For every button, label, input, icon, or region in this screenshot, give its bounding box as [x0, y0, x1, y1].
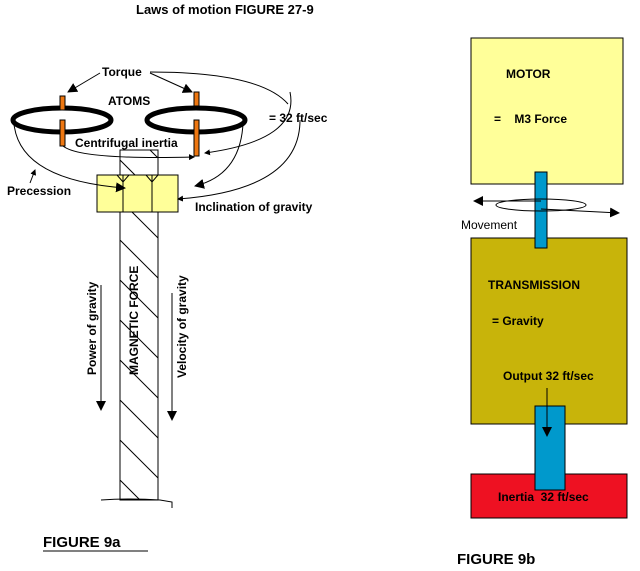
movement-ellipse	[495, 198, 587, 212]
gyro-block	[96, 174, 179, 213]
atoms-label: ATOMS	[108, 94, 150, 108]
upper-shaft	[534, 171, 548, 249]
movement-label: Movement	[461, 218, 518, 232]
pin-right-bottom	[193, 119, 200, 157]
motor-box	[470, 37, 624, 185]
figure-9b: MOTOR = M3 Force Movement TRANSMISSION =…	[457, 37, 628, 568]
inclination-label: Inclination of gravity	[195, 200, 313, 214]
torque-label: Torque	[102, 65, 142, 79]
page-title: Laws of motion FIGURE 27-9	[136, 2, 314, 17]
precession-arrow	[13, 123, 126, 193]
transmission-box	[470, 237, 628, 425]
pin-left-top	[59, 95, 66, 111]
magnetic-label: MAGNETIC FORCE	[127, 266, 141, 375]
figure-9a-caption: FIGURE 9a	[43, 534, 121, 551]
pin-right-top	[193, 91, 200, 107]
motor-subtitle: = M3 Force	[494, 112, 567, 126]
figure-9b-caption: FIGURE 9b	[457, 551, 535, 568]
lower-shaft	[534, 405, 566, 491]
figure-9a: Torque ATOMS = 32 ft/sec Centrifugal ine…	[7, 65, 328, 552]
pin-left-bottom	[59, 119, 66, 147]
output-label: Output 32 ft/sec	[503, 369, 594, 383]
motor-title: MOTOR	[506, 67, 551, 81]
speed-label: = 32 ft/sec	[269, 111, 328, 125]
ground-line	[100, 498, 173, 508]
centrifugal-label: Centrifugal inertia	[75, 136, 178, 150]
inertia-label: Inertia 32 ft/sec	[498, 490, 589, 504]
velocity-label: Velocity of gravity	[175, 275, 189, 378]
transmission-subtitle: = Gravity	[492, 314, 544, 328]
power-label: Power of gravity	[85, 281, 99, 375]
precession-label: Precession	[7, 184, 71, 198]
transmission-title: TRANSMISSION	[488, 278, 580, 292]
